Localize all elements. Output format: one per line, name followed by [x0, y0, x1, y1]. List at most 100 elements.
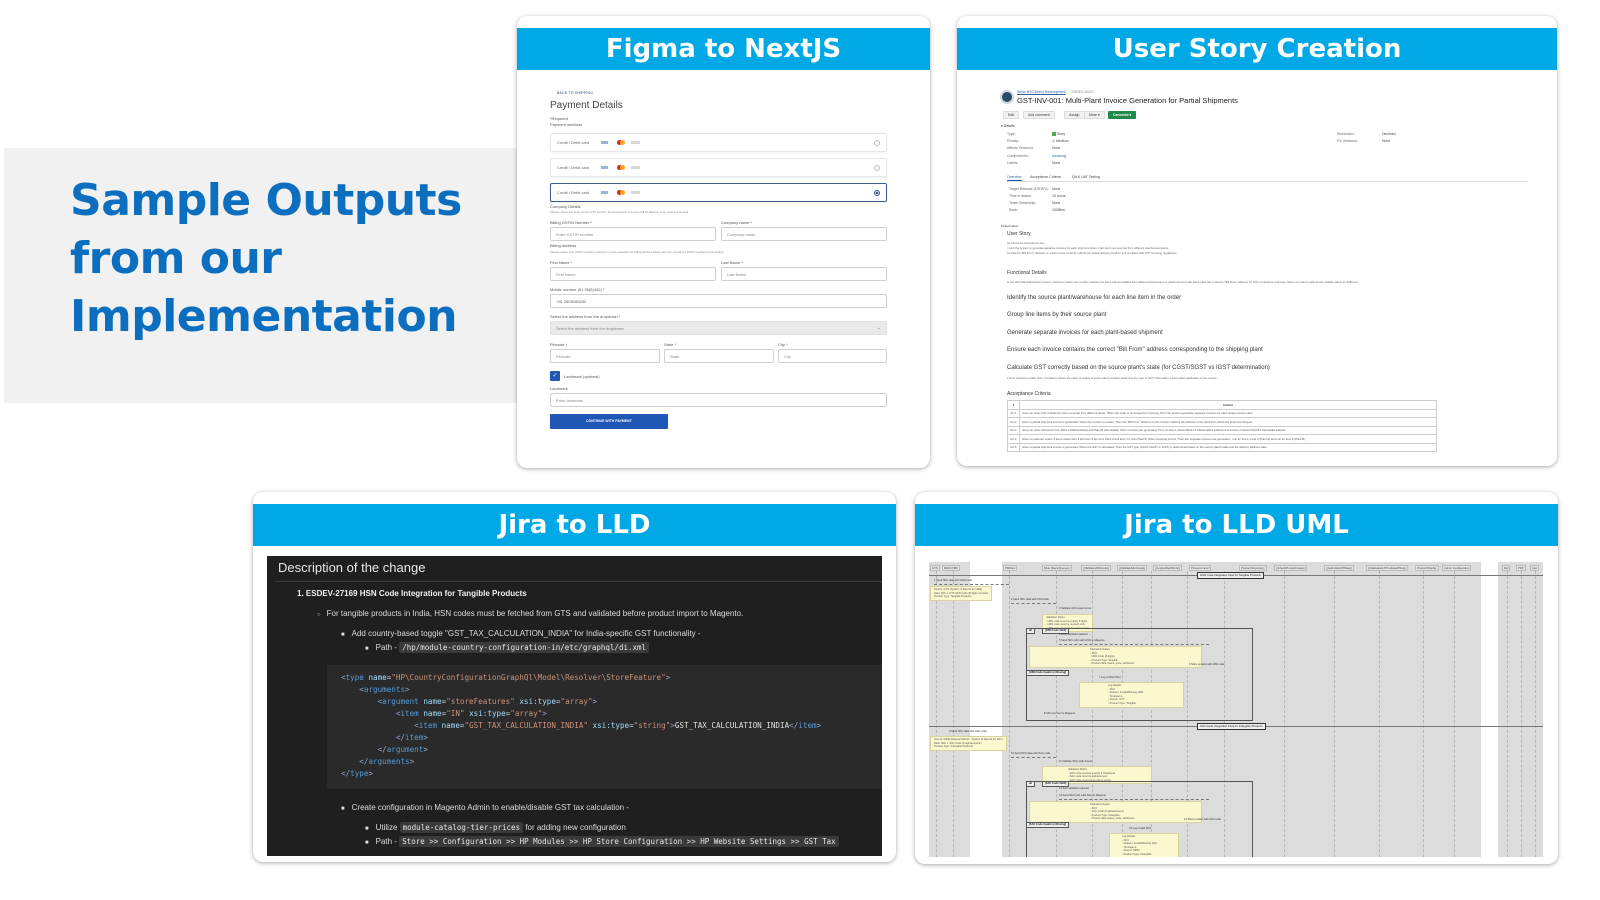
- tab-overview[interactable]: Overview: [1007, 175, 1022, 181]
- section-label: HSN Code Integration Flow for Tangible P…: [1197, 572, 1265, 579]
- uml-sequence-diagram: GTS MDM (NBI) PIM/dec Mule (Recv/Queues)…: [915, 546, 1558, 864]
- landmark-input[interactable]: Enter landmark: [550, 393, 887, 407]
- address-dropdown[interactable]: Select the address from the dropdown ⌄: [550, 321, 887, 335]
- column-header: #: [1007, 400, 1020, 410]
- assign-button[interactable]: Assign: [1064, 111, 1085, 119]
- field-value: None: [1052, 187, 1061, 191]
- participant: PIM/dec: [1003, 565, 1018, 571]
- participant: {{GetIndiaGSTRate}}: [1324, 565, 1354, 571]
- diagram-gap: [1481, 562, 1498, 857]
- field-value: None: [1052, 201, 1061, 205]
- user-story-line: I want the system to generate separate i…: [1007, 246, 1170, 250]
- city-input[interactable]: City: [778, 349, 887, 363]
- field-label: Rank:: [1009, 208, 1019, 212]
- breadcrumb-issue-key[interactable]: ESDEV-26407: [1071, 90, 1095, 94]
- ac-id: AC-1: [1007, 408, 1020, 418]
- message-label: 4 HSN validation passed: [1059, 633, 1088, 636]
- payment-option-selected[interactable]: Credit / Debit card: [550, 183, 887, 202]
- status-button[interactable]: Canceled ▾: [1108, 111, 1137, 119]
- uml-note: Log Details: - SKU - Reason: Invalid/Mis…: [1079, 682, 1184, 708]
- ac-text: Given an order with items from Plant A (…: [1019, 425, 1437, 435]
- payment-option-label: Credit / Debit card: [557, 140, 590, 145]
- message-label: 15 Log invalid SKU: [1129, 827, 1152, 830]
- company-name-input[interactable]: Company name: [721, 227, 887, 241]
- participant: {{CheckProductCodes}}: [1274, 565, 1308, 571]
- address-dropdown-label: Select the address from the dropdown *: [550, 314, 621, 319]
- slide-title-line: Sample Outputs: [70, 175, 462, 226]
- slide-title: Sample Outputs from our Implementation: [70, 172, 462, 346]
- uml-note: Source: GTS (System of Record for HSN) D…: [930, 586, 993, 601]
- payment-radio[interactable]: [874, 165, 880, 171]
- continue-with-payment-button[interactable]: CONTINUE WITH PAYMENT: [550, 414, 668, 429]
- company-name-label: Company name *: [721, 220, 752, 225]
- participant: Product Import: [1189, 565, 1212, 571]
- landmark-checkbox[interactable]: ✓: [550, 371, 560, 381]
- last-name-label: Last Name *: [721, 260, 744, 265]
- breadcrumb: Strike B2C Direct Development ESDEV-26407: [1017, 90, 1094, 94]
- field-value-type: Story: [1052, 132, 1065, 136]
- more-button[interactable]: More ▾: [1084, 111, 1105, 119]
- message-label: 12 SAC validation passed: [1059, 787, 1089, 790]
- pincode-label: Pincode *: [550, 342, 568, 347]
- payment-methods-label: Payment methods: [550, 122, 583, 127]
- utilize-item: ■Utilize module-catalog-tier-prices for …: [365, 822, 626, 833]
- state-input[interactable]: State: [664, 349, 774, 363]
- card-title: Figma to NextJS: [517, 28, 930, 70]
- add-comment-button[interactable]: Add comment: [1023, 111, 1055, 119]
- back-to-shipping-link[interactable]: BACK TO SHIPPING: [557, 91, 594, 95]
- address-dropdown-value: Select the address from the dropdown: [556, 326, 624, 331]
- field-value-component[interactable]: Invoicing: [1052, 154, 1066, 158]
- path-code: /hp/module-country-configuration-in/etc/…: [399, 642, 650, 653]
- pincode-input[interactable]: Pincode: [550, 349, 660, 363]
- mobile-label: Mobile number (91 26(5)432) *: [550, 287, 605, 292]
- xml-code-block: <type name="HP\CountryConfigurationGraph…: [327, 665, 882, 789]
- participant: {{ValidateHSNCode}}: [1081, 565, 1112, 571]
- message-label: 1 Send SKU data with HSN code: [934, 579, 972, 582]
- details-section-toggle[interactable]: ▾ Details: [1001, 124, 1015, 128]
- utilize-code: module-catalog-tier-prices: [399, 822, 524, 833]
- participant: Admin Configuration: [1442, 565, 1472, 571]
- tab-acceptance-criteria[interactable]: Acceptance Criteria: [1030, 175, 1061, 179]
- card-figma-to-nextjs: Figma to NextJS BACK TO SHIPPING Payment…: [517, 16, 930, 468]
- field-value: None: [1382, 139, 1391, 143]
- frame-label: alt: [1026, 781, 1036, 787]
- payment-option[interactable]: Credit / Debit card: [550, 158, 887, 177]
- message-label: 6 Store product with HSN code: [1189, 663, 1225, 666]
- field-value: None: [1052, 161, 1061, 165]
- participant: {{ValidateSACCode}}: [1117, 565, 1148, 571]
- mobile-input[interactable]: +91 2605165432: [550, 294, 887, 308]
- edit-label: Edit: [1008, 113, 1015, 117]
- payment-option[interactable]: Credit / Debit card: [550, 133, 887, 152]
- chevron-down-icon: ⌄: [876, 325, 881, 331]
- tab-qa-uat-testing[interactable]: QA & UAT Testing: [1072, 175, 1100, 179]
- breadcrumb-project[interactable]: Strike B2C Direct Development: [1017, 90, 1066, 94]
- message-label: 2 Send SKU data with HSN code: [1011, 598, 1049, 601]
- participant: {{CalculateGSTIncludedPrice}}: [1366, 565, 1409, 571]
- frame-label: [HSN Code Invalid or Missing]: [1026, 670, 1070, 676]
- requirement-item: Ensure each invoice contains the correct…: [1007, 347, 1263, 353]
- more-label: More ▾: [1089, 113, 1100, 117]
- add-comment-label: Add comment: [1028, 113, 1050, 117]
- description-section-toggle[interactable]: ▾ Description: [1001, 224, 1019, 228]
- uml-note: Source: MDM (Material Master - System of…: [930, 736, 1007, 751]
- uml-note: Log Details: - SKU - Reason: Invalid/Mis…: [1109, 833, 1179, 857]
- description-label: Description: [1003, 224, 1019, 228]
- bullet-item: ■Add country-based toggle "GST_TAX_CALCU…: [341, 629, 701, 638]
- frame-label: [HSN Code Valid]: [1042, 628, 1070, 634]
- payment-radio[interactable]: [874, 140, 880, 146]
- gstin-input[interactable]: Enter GSTIN number: [550, 227, 716, 241]
- field-value: None: [1052, 146, 1061, 150]
- functional-details-heading: Functional Details: [1007, 270, 1047, 276]
- card-title: User Story Creation: [957, 28, 1557, 70]
- edit-button[interactable]: Edit: [1003, 111, 1020, 119]
- payment-radio-selected[interactable]: [874, 190, 880, 196]
- last-name-input[interactable]: Last Name: [721, 267, 887, 281]
- mastercard-icon: [617, 190, 625, 195]
- frame-label: [SAC Code Invalid or Missing]: [1026, 822, 1070, 828]
- first-name-input[interactable]: First Name: [550, 267, 716, 281]
- message-label: 8 SKU not sent to Magento: [1044, 712, 1076, 715]
- message-label: 11 Validate SAC code format: [1059, 760, 1093, 763]
